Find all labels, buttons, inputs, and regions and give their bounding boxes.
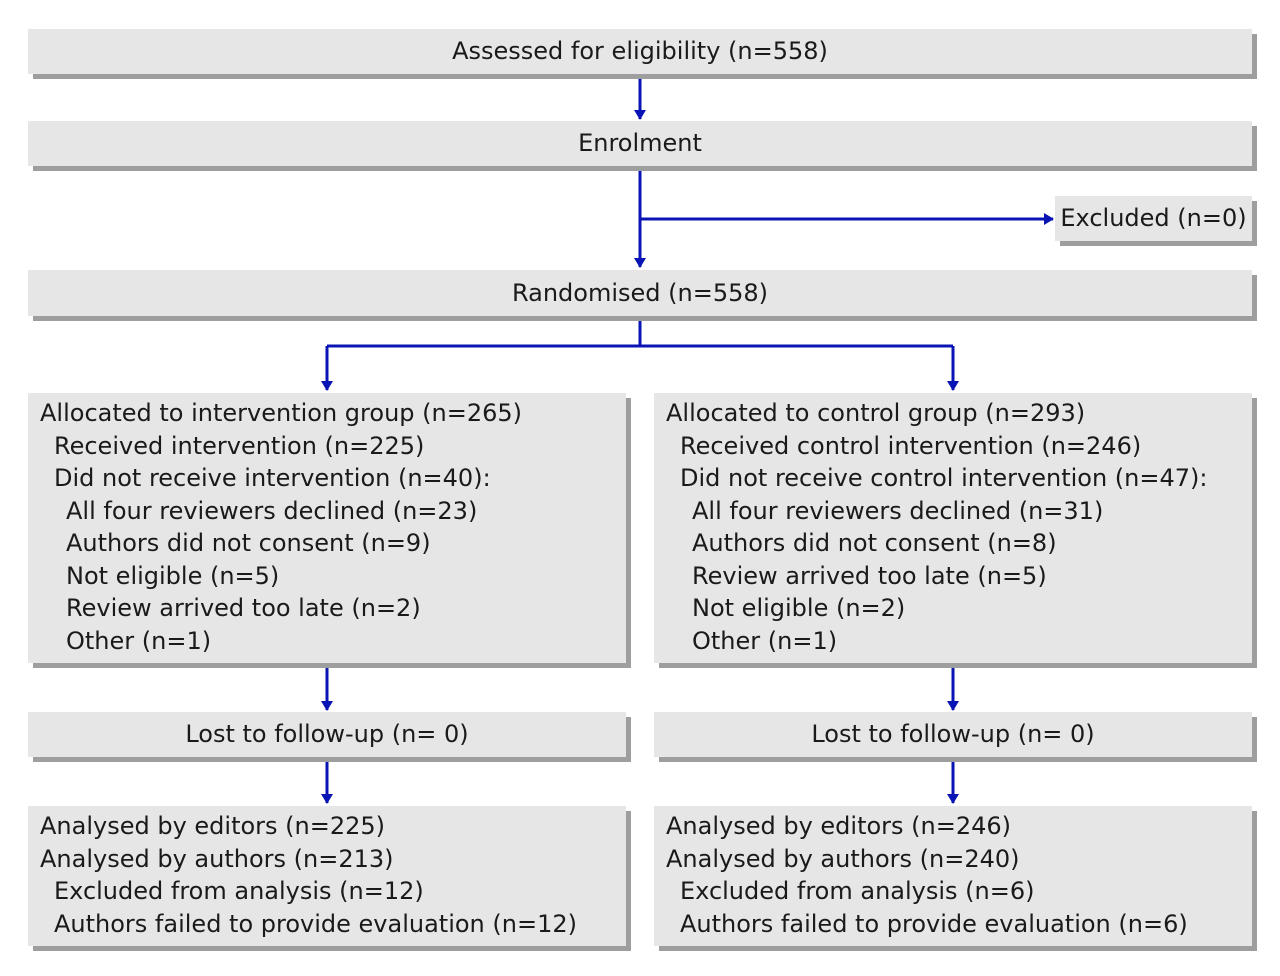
control-lost-box: Lost to follow-up (n= 0)	[654, 712, 1252, 757]
intervention-allocated: Allocated to intervention group (n=265)	[40, 399, 522, 427]
control-allocated: Allocated to control group (n=293)	[666, 399, 1086, 427]
control-reason: Not eligible (n=2)	[692, 594, 906, 622]
control-excluded-analysis: Excluded from analysis (n=6)	[680, 877, 1035, 905]
intervention-reason: Not eligible (n=5)	[66, 561, 280, 590]
intervention-allocation-box: Allocated to intervention group (n=265) …	[28, 393, 626, 663]
control-reason: Authors did not consent (n=8)	[692, 529, 1057, 557]
intervention-failed-evaluation: Authors failed to provide evaluation (n=…	[54, 909, 577, 938]
control-failed-evaluation: Authors failed to provide evaluation (n=…	[680, 909, 1188, 938]
control-reason: Review arrived too late (n=5)	[692, 561, 1047, 590]
control-allocation-box: Allocated to control group (n=293) Recei…	[654, 393, 1252, 663]
intervention-received: Received intervention (n=225)	[54, 431, 425, 460]
intervention-analysed-editors: Analysed by editors (n=225)	[40, 812, 386, 840]
excluded-label: Excluded (n=0)	[1060, 204, 1247, 233]
intervention-reason: Authors did not consent (n=9)	[66, 529, 431, 557]
control-lost-label: Lost to follow-up (n= 0)	[811, 720, 1095, 749]
intervention-reason: All four reviewers declined (n=23)	[66, 496, 478, 525]
control-analysed-authors: Analysed by authors (n=240)	[666, 844, 1020, 873]
assessed-label: Assessed for eligibility (n=558)	[452, 37, 828, 66]
randomised-label: Randomised (n=558)	[511, 278, 769, 307]
intervention-not-received: Did not receive intervention (n=40):	[54, 464, 491, 492]
intervention-analysed-authors: Analysed by authors (n=213)	[40, 844, 394, 873]
control-not-received: Did not receive control intervention (n=…	[680, 464, 1208, 492]
enrolment-label: Enrolment	[578, 129, 702, 158]
randomised-box: Randomised (n=558)	[28, 270, 1252, 316]
intervention-excluded-analysis: Excluded from analysis (n=12)	[54, 877, 424, 905]
control-reason: Other (n=1)	[692, 626, 838, 655]
excluded-box: Excluded (n=0)	[1055, 196, 1252, 241]
control-reason: All four reviewers declined (n=31)	[692, 496, 1104, 525]
intervention-analysis-box: Analysed by editors (n=225) Analysed by …	[28, 806, 626, 946]
control-received: Received control intervention (n=246)	[680, 431, 1142, 460]
intervention-lost-label: Lost to follow-up (n= 0)	[185, 720, 469, 749]
intervention-reason: Other (n=1)	[66, 626, 212, 655]
intervention-lost-box: Lost to follow-up (n= 0)	[28, 712, 626, 757]
control-analysis-box: Analysed by editors (n=246) Analysed by …	[654, 806, 1252, 946]
control-analysed-editors: Analysed by editors (n=246)	[666, 812, 1012, 840]
intervention-reason: Review arrived too late (n=2)	[66, 594, 421, 622]
enrolment-box: Enrolment	[28, 121, 1252, 166]
assessed-box: Assessed for eligibility (n=558)	[28, 29, 1252, 74]
